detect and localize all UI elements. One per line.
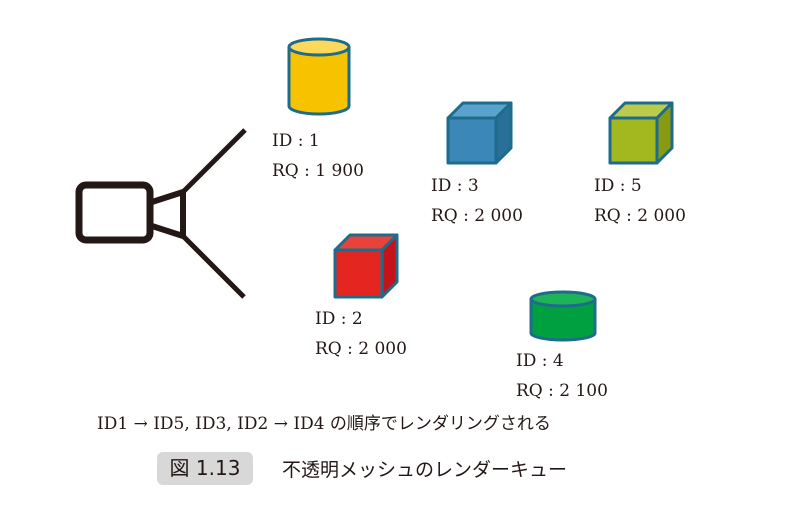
id5-label: ID : 5	[594, 176, 642, 196]
id4-label: ID : 4	[516, 351, 564, 371]
id2-rq-label: RQ : 2 000	[315, 339, 407, 359]
mesh-id2-cube	[333, 233, 399, 299]
render-order-caption: ID1 → ID5, ID3, ID2 → ID4 の順序でレンダリングされる	[97, 414, 551, 434]
id4-rq-label: RQ : 2 100	[516, 381, 608, 401]
mesh-id5-cube	[608, 101, 674, 165]
mesh-id3-cube	[446, 101, 513, 165]
id5-rq-label: RQ : 2 000	[594, 206, 686, 226]
id2-label: ID : 2	[315, 309, 363, 329]
mesh-id4-cylinder	[529, 290, 597, 342]
figure-title: 不透明メッシュのレンダーキュー	[282, 459, 568, 481]
id3-label: ID : 3	[431, 176, 479, 196]
camera-icon	[75, 128, 247, 299]
id1-rq-label: RQ : 1 900	[272, 161, 364, 181]
id3-rq-label: RQ : 2 000	[431, 206, 523, 226]
id1-label: ID : 1	[272, 131, 320, 151]
mesh-id1-cylinder	[287, 37, 351, 116]
figure-number-badge: 図 1.13	[157, 452, 253, 485]
